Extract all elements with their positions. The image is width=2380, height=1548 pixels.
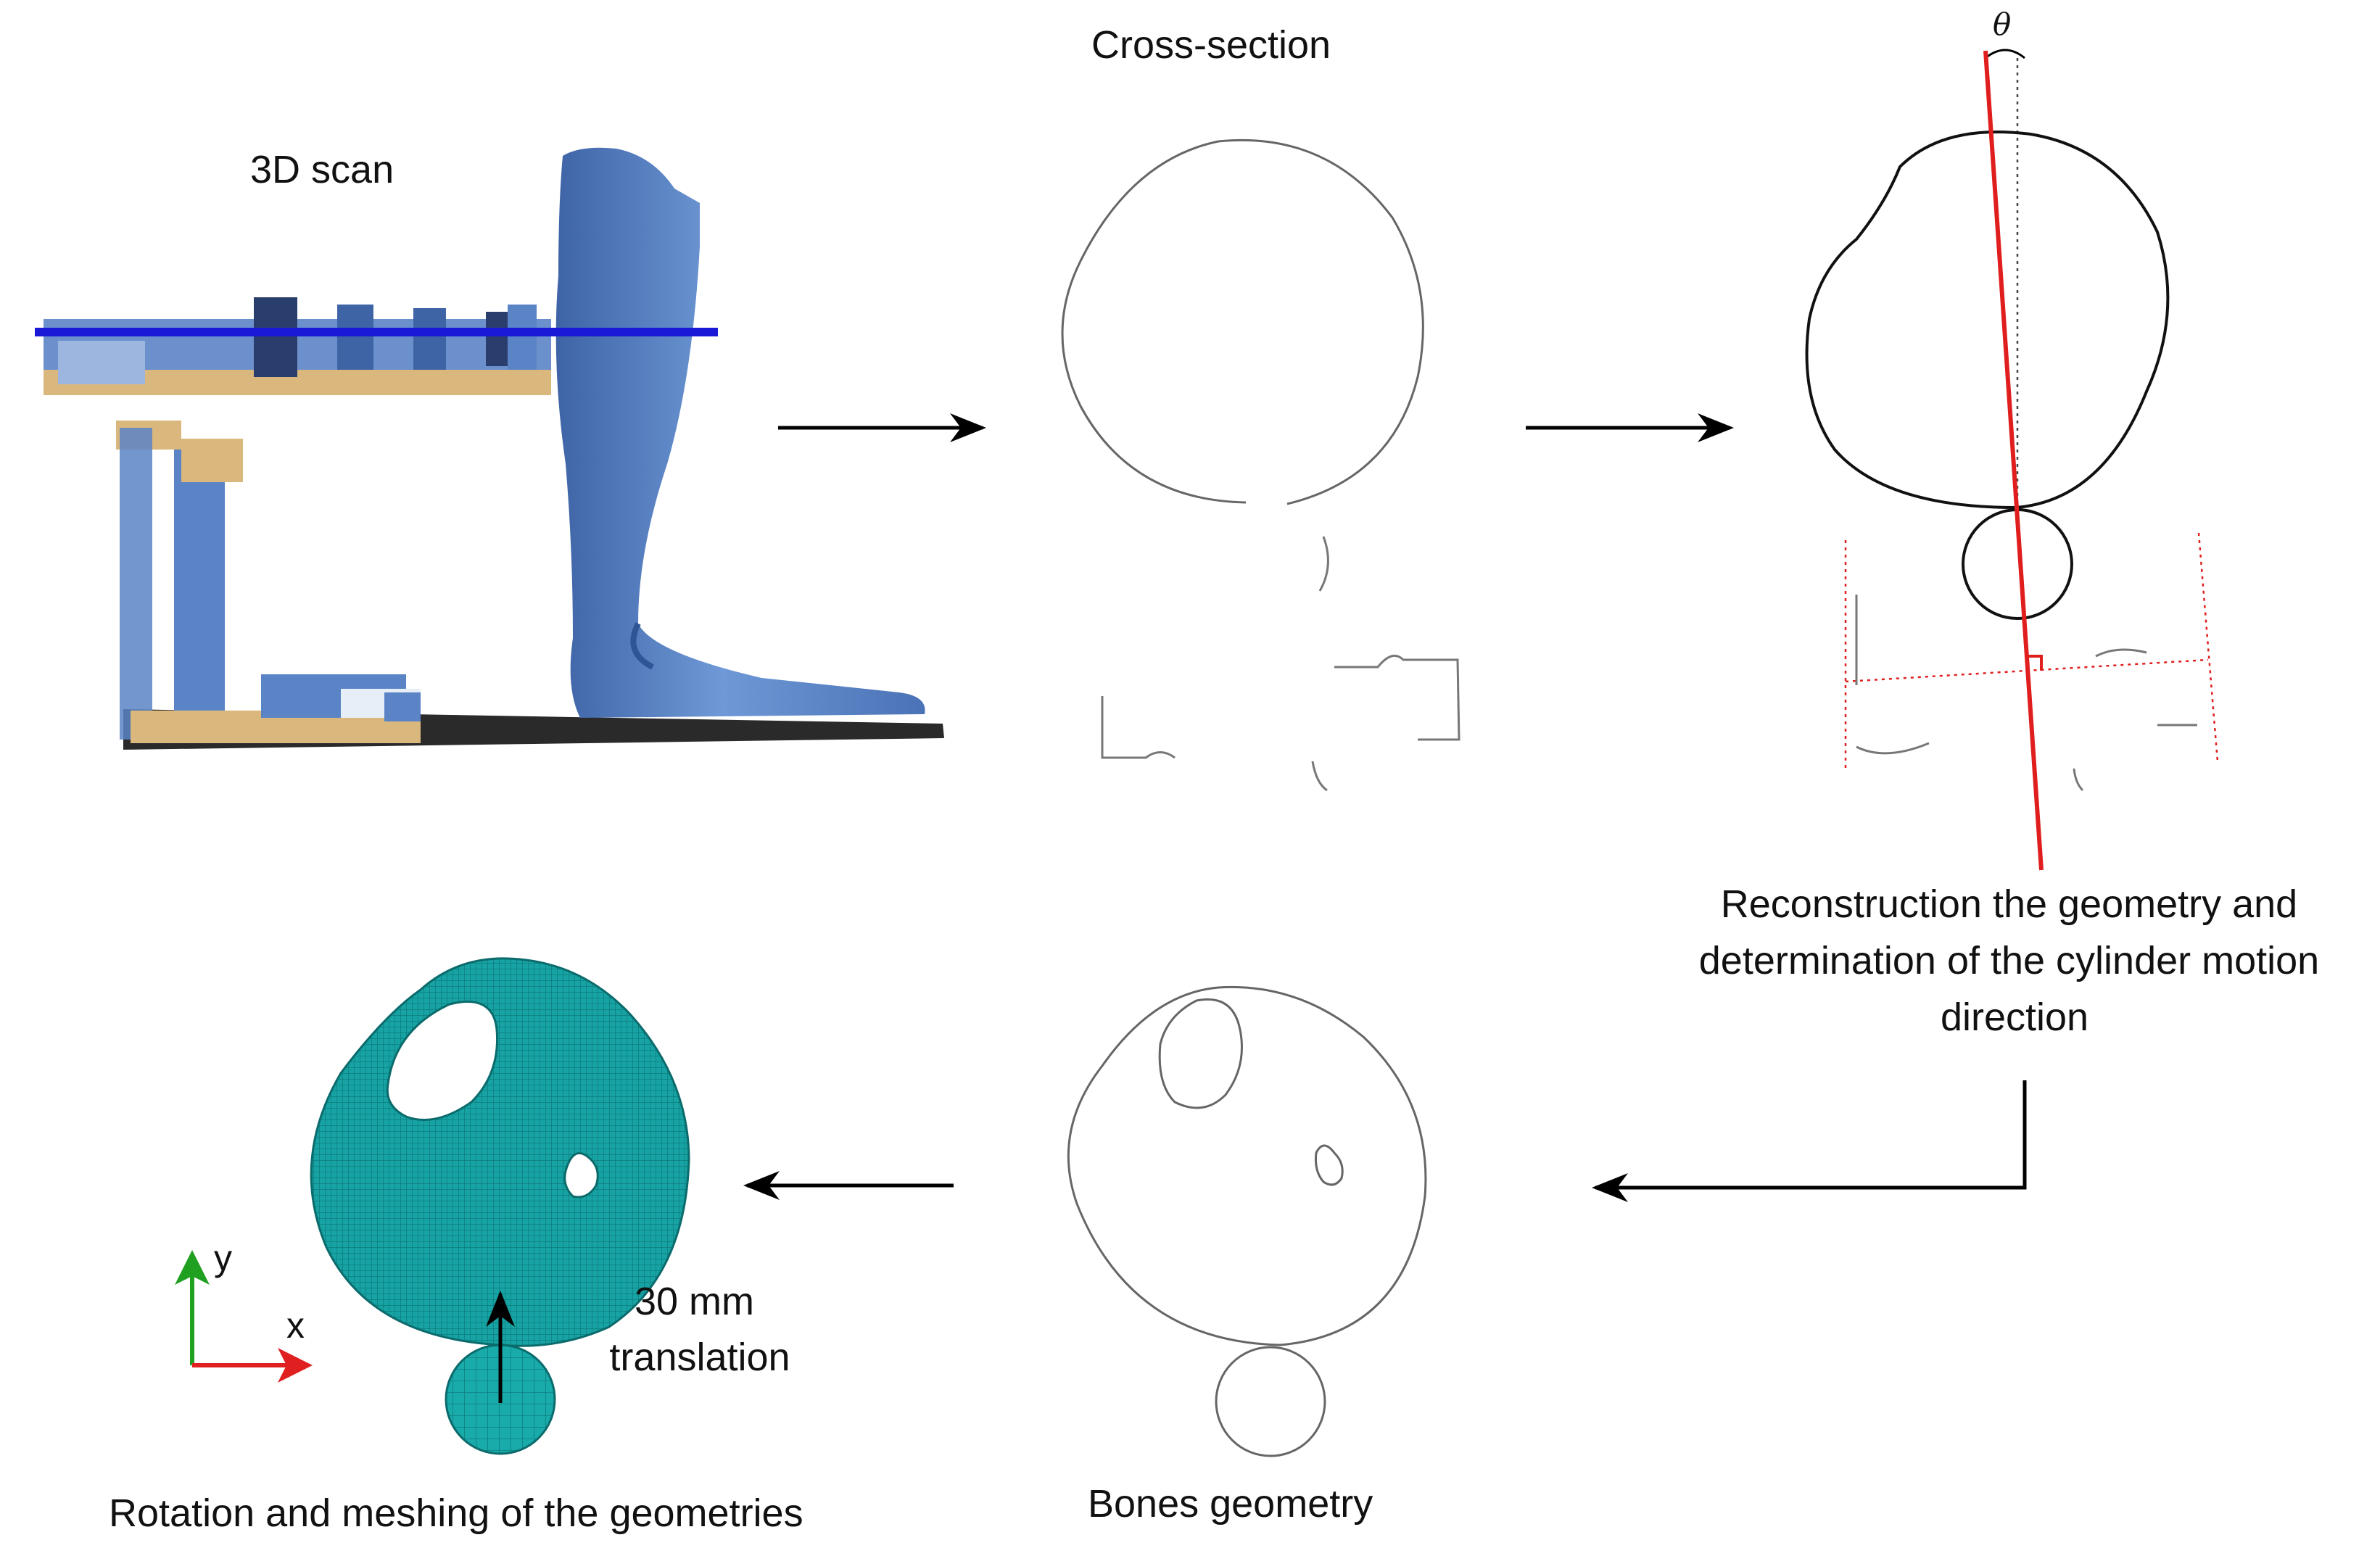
scan-bracket bbox=[44, 297, 551, 743]
leg-outline bbox=[1805, 131, 2170, 510]
translation-label: 30 mm translation bbox=[609, 1280, 790, 1379]
mesh-leg bbox=[310, 957, 690, 1347]
scan-panel: 3D scan bbox=[35, 147, 944, 750]
cross-section-label: Cross-section bbox=[1091, 23, 1331, 67]
bones-cylinder-outline bbox=[1215, 1346, 1326, 1457]
motion-direction-line bbox=[1983, 50, 2044, 871]
axis-y-label: y bbox=[214, 1238, 232, 1278]
cross-section-outline bbox=[1061, 138, 1424, 505]
scan-leg bbox=[555, 147, 925, 718]
axis-x-label: x bbox=[286, 1305, 305, 1346]
elbow-arrow-left-icon bbox=[1592, 1080, 2027, 1202]
right-angle-mark bbox=[2027, 655, 2043, 671]
reconstruction-fragments bbox=[1855, 595, 2197, 792]
mesh-fibula-hole bbox=[563, 1152, 599, 1199]
bones-panel: Bones geometry bbox=[1067, 985, 1427, 1526]
meshing-panel: 30 mm translation y x Rotation and meshi… bbox=[109, 957, 803, 1535]
bones-leg-outline bbox=[1067, 985, 1427, 1346]
meshing-label: Rotation and meshing of the geometries bbox=[109, 1491, 803, 1535]
coordinate-axes-icon: y x bbox=[175, 1238, 313, 1383]
reconstruction-label: Reconstruction the geometry and determin… bbox=[1699, 882, 2330, 1039]
bones-fibula-outline bbox=[1315, 1144, 1344, 1186]
scan-label: 3D scan bbox=[250, 148, 394, 191]
bones-label: Bones geometry bbox=[1088, 1482, 1373, 1526]
bones-tibia-outline bbox=[1158, 998, 1243, 1109]
cross-section-fragments bbox=[1101, 536, 1460, 792]
theta-arc bbox=[1985, 49, 2025, 59]
cross-section-panel: Cross-section bbox=[1061, 23, 1460, 792]
theta-label: θ bbox=[1993, 7, 2011, 42]
mesh-tibia-hole bbox=[386, 1001, 499, 1121]
reconstruction-panel: θ Reconstruction the geometry and determ… bbox=[1699, 7, 2330, 1039]
